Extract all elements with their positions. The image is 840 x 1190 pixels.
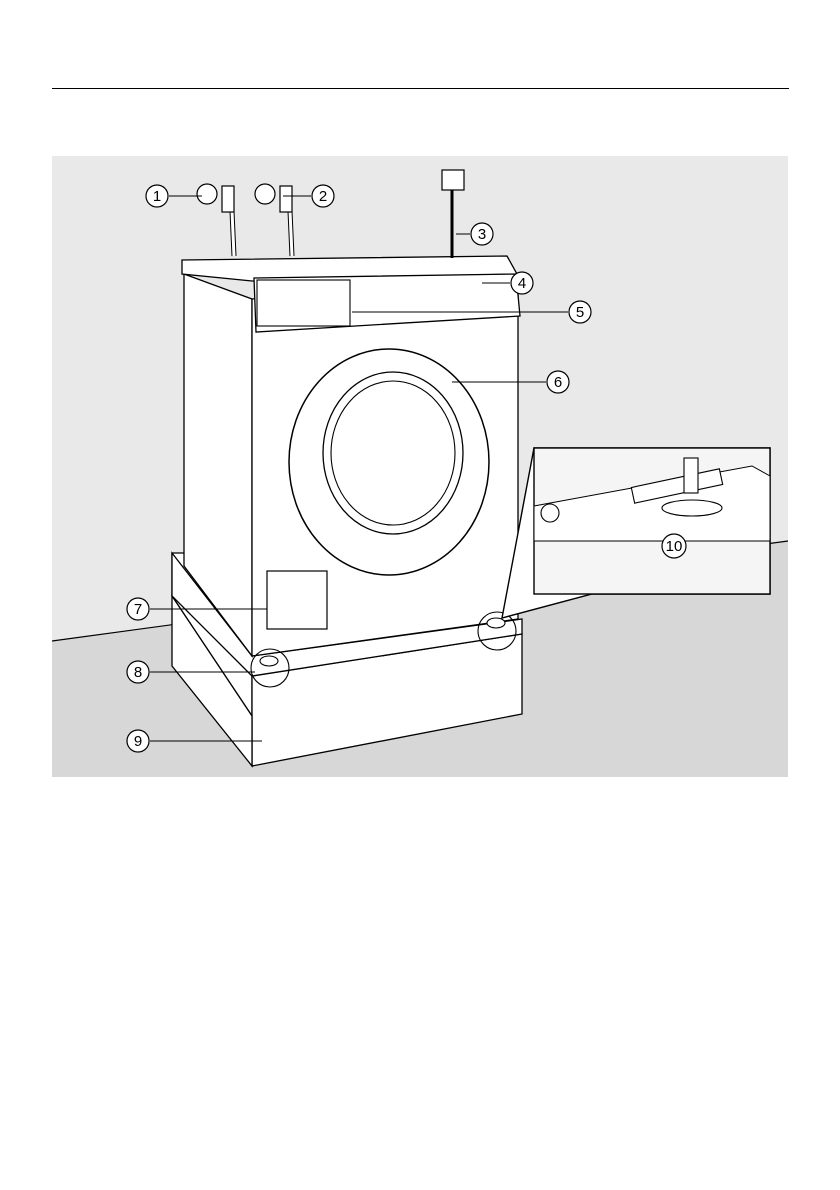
svg-text:5: 5 [576, 304, 584, 321]
svg-text:8: 8 [134, 664, 142, 681]
callout-2: 2 [312, 185, 334, 207]
foot-right [487, 618, 505, 628]
svg-text:6: 6 [554, 374, 562, 391]
svg-text:2: 2 [319, 188, 327, 205]
svg-text:9: 9 [134, 733, 142, 750]
callout-4: 4 [511, 272, 533, 294]
svg-text:7: 7 [134, 601, 142, 618]
svg-text:4: 4 [518, 275, 526, 292]
callout-10: 10 [662, 534, 686, 558]
svg-text:10: 10 [666, 538, 683, 555]
header-rule [52, 88, 789, 89]
service-flap [267, 571, 327, 629]
callout-3: 3 [471, 223, 493, 245]
callout-7: 7 [127, 598, 149, 620]
callout-1: 1 [146, 185, 168, 207]
inset-detail [502, 448, 770, 618]
callout-9: 9 [127, 730, 149, 752]
svg-text:3: 3 [478, 226, 486, 243]
callout-5: 5 [569, 301, 591, 323]
washing-machine-body [182, 256, 520, 687]
washing-machine-installation-figure: 1 2 3 4 5 6 7 8 [52, 156, 788, 777]
foot-left [260, 656, 278, 666]
callout-6: 6 [547, 371, 569, 393]
detergent-drawer [257, 280, 350, 326]
svg-text:1: 1 [153, 188, 161, 205]
callout-8: 8 [127, 661, 149, 683]
